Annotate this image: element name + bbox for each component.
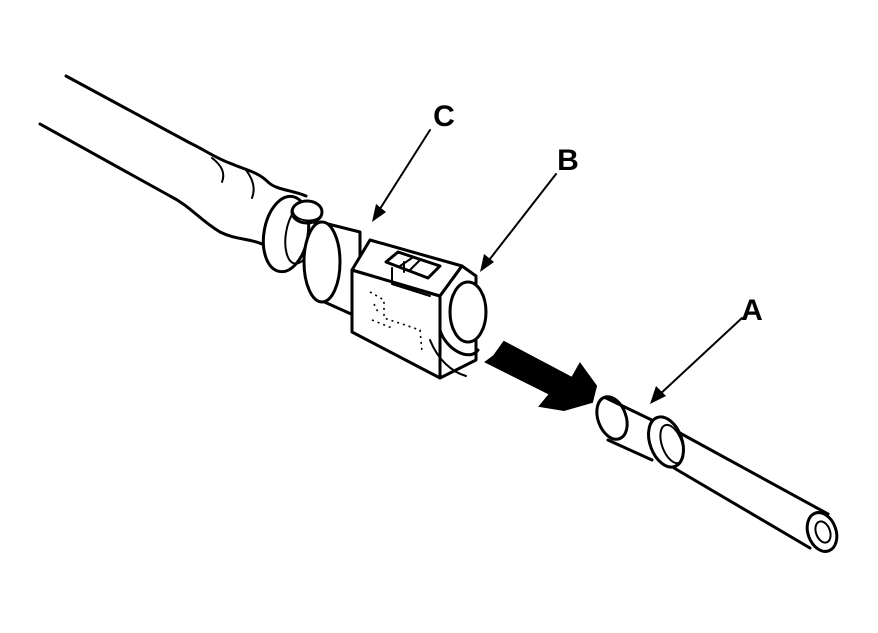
callout-label-b: B — [557, 144, 579, 177]
connector-body-c — [302, 220, 362, 320]
callout-label-c: C — [433, 100, 455, 133]
hose-flange — [261, 194, 324, 274]
fuel-pipe-a — [595, 395, 839, 553]
quick-connect-retainer-b — [350, 238, 488, 380]
callout-leaders — [372, 129, 743, 404]
callout-label-a: A — [741, 294, 763, 327]
fuel-hose — [38, 74, 308, 246]
disconnect-direction-arrow — [484, 340, 598, 412]
